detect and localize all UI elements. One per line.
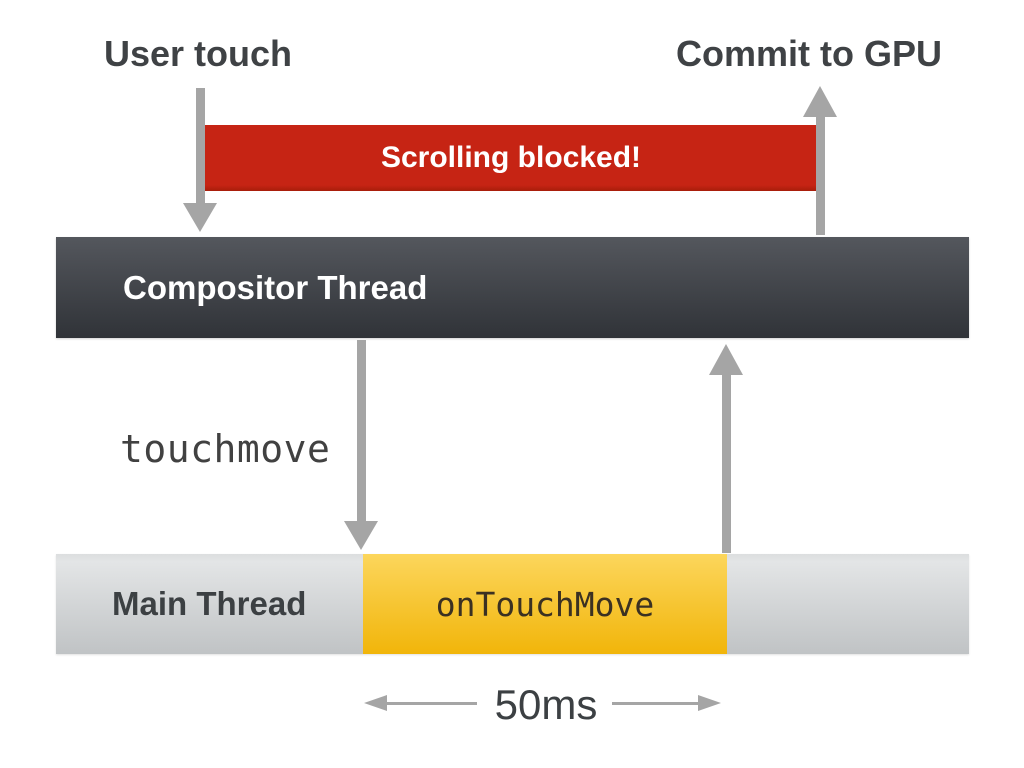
arrow-shaft [722,373,731,553]
main-to-compositor-up-arrow-icon [709,344,743,553]
user-touch-label: User touch [104,33,293,74]
arrow-head [709,344,743,375]
user-touch-down-arrow-icon [183,88,217,232]
duration-right-arrow-icon [612,695,721,711]
arrow-head [344,521,378,550]
ontouchmove-label: onTouchMove [435,584,655,624]
arrow-head [698,695,721,711]
arrow-shaft [357,340,366,522]
touchmove-down-arrow-icon [344,340,378,550]
duration-left-arrow-icon [364,695,477,711]
compositor-thread-label: Compositor Thread [123,268,428,306]
arrow-head [803,86,837,117]
arrow-head [183,203,217,232]
scrolling-blocked-label: Scrolling blocked! [380,141,642,174]
commit-to-gpu-up-arrow-icon [803,86,837,235]
arrow-shaft [196,88,205,204]
arrow-head [364,695,387,711]
ontouchmove-task-block: onTouchMove [363,554,727,654]
commit-to-gpu-label: Commit to GPU [676,33,942,74]
arrow-shaft [384,701,477,705]
duration-label: 50ms [494,681,598,728]
arrow-shaft [612,701,701,705]
scrolling-blocked-bar: Scrolling blocked! [205,125,817,191]
main-thread-bar: Main Thread onTouchMove [56,554,969,654]
touchmove-event-label: touchmove [120,427,331,471]
compositor-thread-bar: Compositor Thread [56,237,969,338]
main-thread-label: Main Thread [112,585,307,622]
arrow-shaft [816,115,825,235]
